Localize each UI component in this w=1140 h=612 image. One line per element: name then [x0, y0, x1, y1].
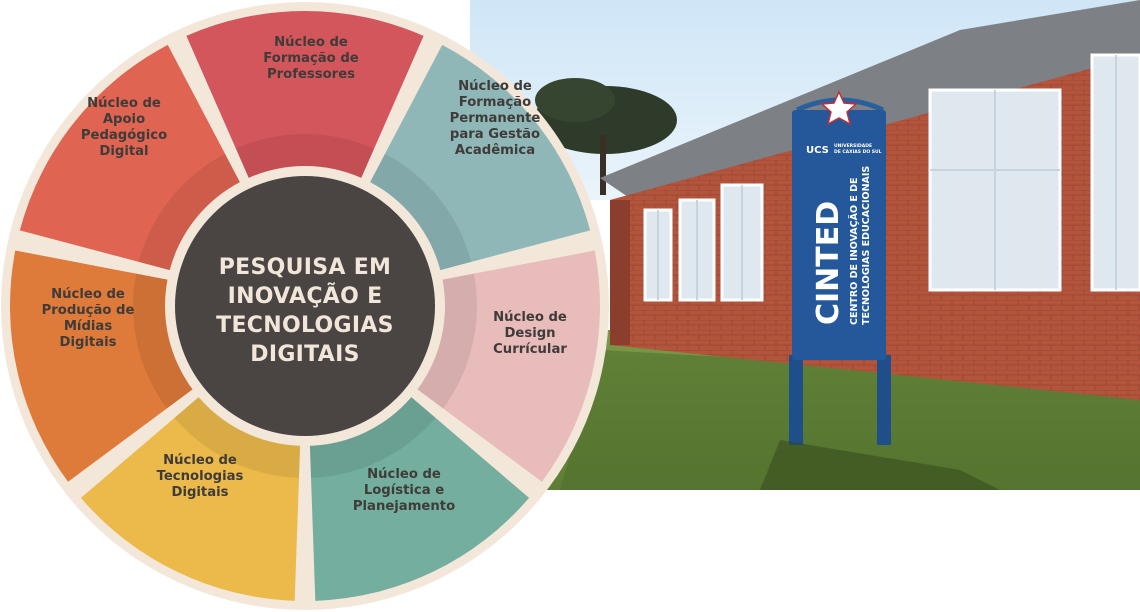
center-title-line-3: TECNOLOGIAS: [216, 313, 394, 338]
sector-band-formacao-professores: [235, 134, 375, 178]
sector-design-curricular: [417, 250, 600, 482]
sector-producao-midias: [9, 250, 193, 482]
sign-university-line-2: DE CAXIAS DO SUL: [834, 149, 882, 155]
sector-label-line: Mídias: [64, 318, 113, 334]
shadow: [760, 440, 1000, 490]
sector-label-line: Design: [504, 326, 555, 341]
sector-label-line: Núcleo de: [87, 95, 161, 111]
sector-label-line: Núcleo de: [163, 452, 237, 468]
sector-label-line: Acadêmica: [455, 142, 535, 158]
sector-label-line: Núcleo de: [458, 78, 532, 94]
sector-label-line: Digital: [99, 144, 148, 159]
sector-label-line: Núcleo de: [493, 309, 567, 325]
sector-label-line: Núcleo de: [274, 34, 348, 50]
sector-label-line: Digitais: [60, 335, 117, 350]
sector-label-line: Permanente: [450, 111, 541, 126]
sign: UCS UNIVERSIDADE DE CAXIAS DO SUL CINTED…: [789, 90, 891, 445]
sector-apoio-pedagogico: [19, 44, 240, 271]
sector-formacao-professores: [186, 11, 424, 178]
sector-label-line: Logística e: [364, 482, 444, 498]
sector-label-line: Produção de: [42, 303, 135, 318]
sector-band-producao-midias: [133, 273, 193, 409]
sector-label-line: para Gestão: [450, 127, 540, 142]
wheel-sectors: [9, 11, 600, 601]
sector-band-tecnologias-digitais: [174, 397, 301, 478]
sign-subtitle-line-2: TECNOLOGIAS EDUCACIONAIS: [861, 166, 872, 325]
sector-band-formacao-permanente: [370, 153, 472, 271]
center-title: PESQUISA EM INOVAÇÃO E TECNOLOGIAS DIGIT…: [216, 255, 394, 367]
sector-label-line: Formação de: [263, 51, 358, 66]
center-title-line-2: INOVAÇÃO E: [228, 283, 383, 309]
center-hub: [175, 176, 435, 436]
sector-label-line: Apoio: [103, 112, 145, 127]
sign-university-line-1: UNIVERSIDADE: [834, 143, 872, 149]
sector-label-line: Planejamento: [353, 499, 455, 514]
sector-label-line: Formação: [459, 95, 531, 110]
sector-label-line: Digitais: [172, 485, 229, 500]
building-photo: UCS UNIVERSIDADE DE CAXIAS DO SUL CINTED…: [470, 0, 1140, 490]
sector-label-line: Pedagógico: [81, 127, 167, 143]
center-title-line-1: PESQUISA EM: [219, 255, 392, 280]
sign-subtitle-line-1: CENTRO DE INOVAÇÃO E DE: [849, 177, 860, 325]
sector-label-line: Núcleo de: [51, 286, 125, 302]
sector-formacao-permanente: [370, 44, 591, 271]
tree: [533, 78, 677, 195]
sector-band-apoio-pedagogico: [138, 153, 240, 271]
sector-label-line: Núcleo de: [367, 466, 441, 482]
sector-tecnologias-digitais: [80, 397, 301, 601]
sign-ucs-label: UCS: [806, 145, 829, 156]
sector-band-design-curricular: [417, 273, 477, 409]
sector-band-logistica: [309, 397, 436, 478]
star-logo-icon: [820, 90, 858, 126]
sector-label-line: Professores: [267, 67, 355, 82]
sector-logistica: [309, 397, 530, 601]
sector-label-line: Currícular: [493, 341, 567, 357]
sign-title: CINTED: [811, 201, 846, 325]
sector-label-line: Tecnologias: [157, 469, 244, 484]
nucleus-wheel-diagram: PESQUISA EM INOVAÇÃO E TECNOLOGIAS DIGIT…: [1, 2, 609, 610]
center-title-line-4: DIGITAIS: [250, 342, 359, 367]
